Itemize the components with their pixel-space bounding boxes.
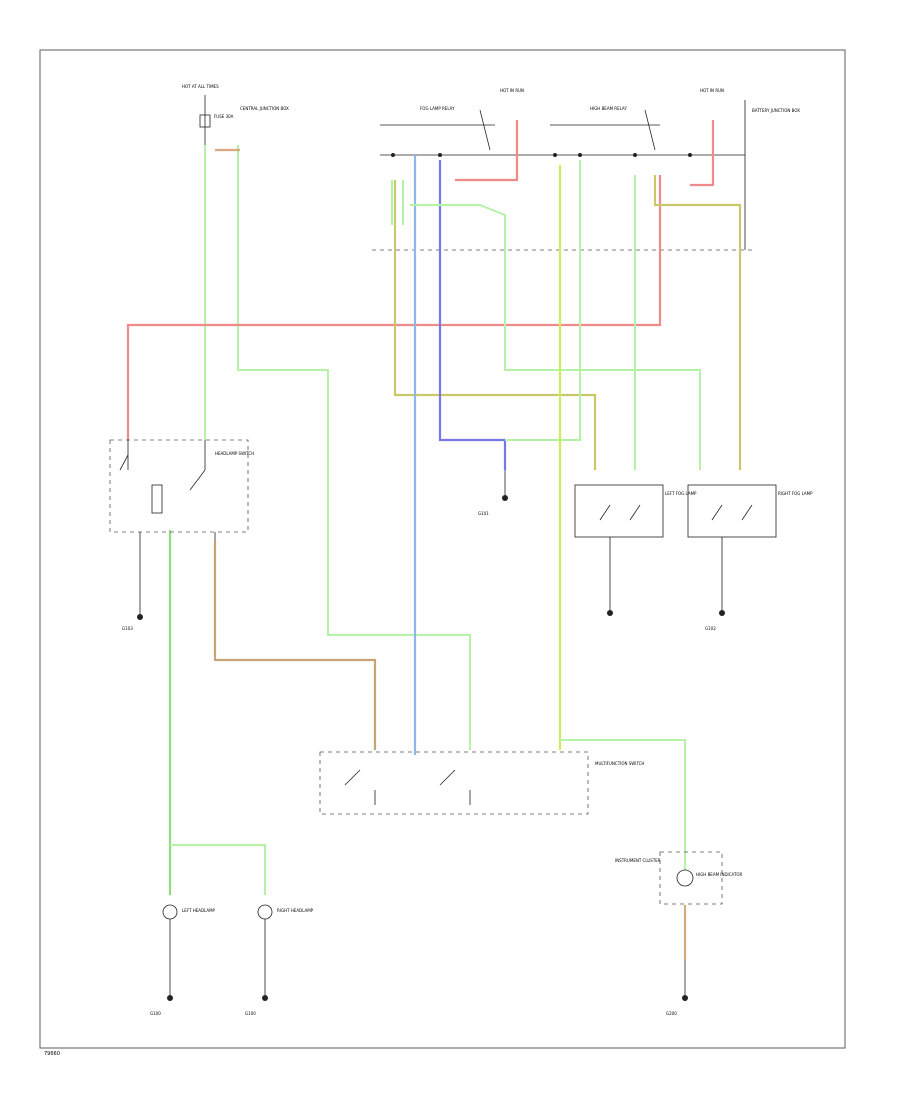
wire-blue-main [438, 160, 507, 470]
ground-left: G103 [122, 595, 143, 631]
ground-right-headlamp-label: G100 [245, 1011, 256, 1016]
high-beam-relay-label: HIGH BEAM RELAY [590, 106, 627, 111]
ground-bottom-right-label: G200 [666, 1011, 677, 1016]
ground-left-label: G103 [122, 626, 133, 631]
ground-center-label: G101 [478, 511, 489, 516]
footer-code: 79660 [44, 1051, 60, 1057]
multifunction-switch: MULTIFUNCTION SWITCH [319, 751, 644, 815]
fog-lamp-relay-label: FOG LAMP RELAY [420, 106, 455, 111]
wire-brown [213, 540, 377, 750]
wire-green-to-right-fog [170, 844, 266, 895]
wire-red-top-2 [690, 120, 715, 187]
battery-junction-label: BATTERY JUNCTION BOX [752, 108, 800, 113]
top-left-fuse: HOT AT ALL TIMES FUSE 30A CENTRAL JUNCTI… [182, 84, 289, 145]
wire-red-top-1 [455, 120, 519, 182]
headlamp-switch: HEADLAMP SWITCH [109, 439, 254, 595]
hot-at-all-times-label: HOT AT ALL TIMES [182, 84, 219, 89]
wire-green-2 [237, 145, 471, 750]
right-headlamp-label: RIGHT HEADLAMP [277, 908, 314, 913]
wire-olive-main [393, 180, 597, 470]
right-headlamp: RIGHT HEADLAMP G100 [245, 904, 314, 1016]
wire-green-6 [560, 739, 686, 870]
instrument-cluster: INSTRUMENT CLUSTER HIGH BEAM INDICATOR G… [615, 851, 743, 1016]
wire-olive-right [653, 175, 742, 470]
ground-right-fog-label: G102 [705, 626, 716, 631]
relay-block [372, 100, 752, 251]
high-beam-indicator-label: HIGH BEAM INDICATOR [696, 872, 743, 877]
central-junction-label: CENTRAL JUNCTION BOX [240, 106, 289, 111]
wire-green-4 [505, 160, 581, 441]
left-fog-lamp: LEFT FOG LAMP [574, 484, 697, 616]
wire-green-3 [410, 204, 701, 470]
ground-center: G101 [478, 470, 508, 516]
left-fog-lamp-label: LEFT FOG LAMP [665, 491, 697, 496]
headlamp-switch-label: HEADLAMP SWITCH [215, 451, 254, 456]
fuse-30a-label: FUSE 30A [214, 114, 234, 119]
ground-left-headlamp-label: G100 [150, 1011, 161, 1016]
diagram-frame [39, 49, 846, 1049]
hot-in-run-right-label: HOT IN RUN [700, 88, 724, 93]
instrument-cluster-label: INSTRUMENT CLUSTER [615, 858, 661, 863]
left-headlamp: LEFT HEADLAMP G100 [150, 904, 216, 1016]
right-fog-lamp-label: RIGHT FOG LAMP [778, 491, 813, 496]
hot-in-run-left-label: HOT IN RUN [500, 88, 524, 93]
left-headlamp-label: LEFT HEADLAMP [182, 908, 216, 913]
multifunction-switch-label: MULTIFUNCTION SWITCH [595, 761, 644, 766]
right-fog-lamp: RIGHT FOG LAMP G102 [687, 484, 813, 631]
